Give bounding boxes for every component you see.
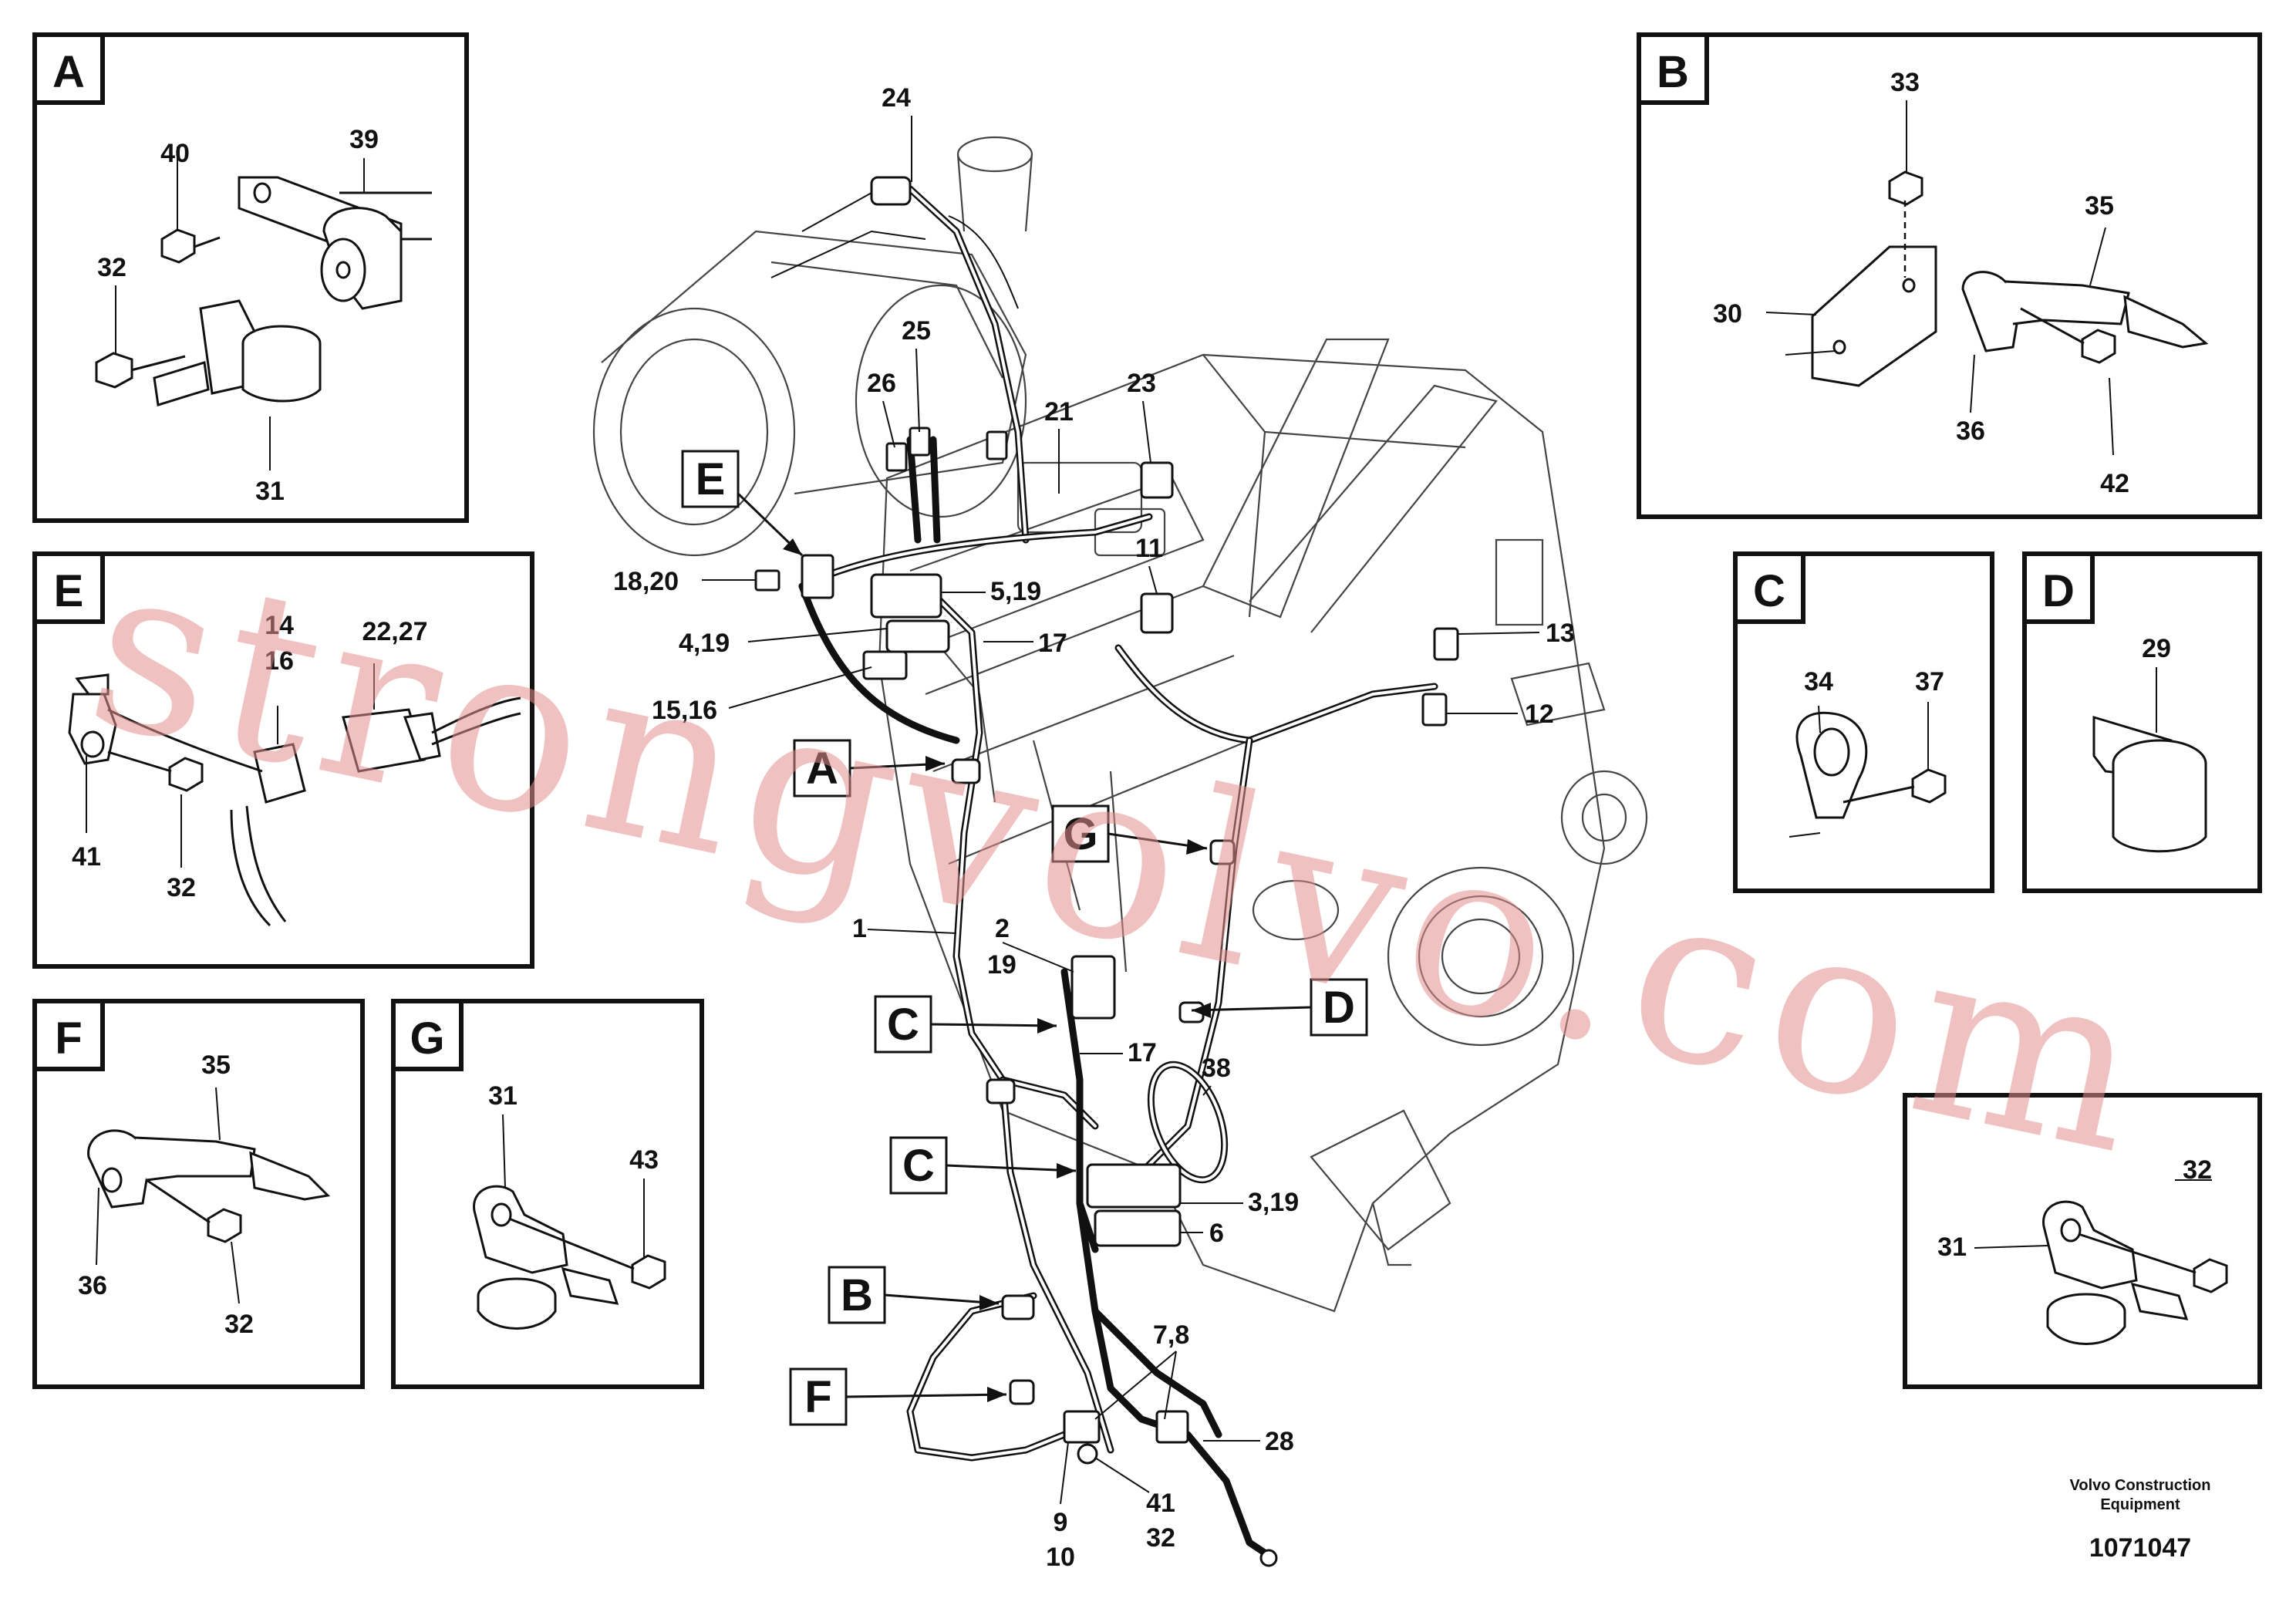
label-5-19: 5,19 [990, 577, 1041, 606]
label-3-19: 3,19 [1248, 1188, 1299, 1217]
company-name-line2: Equipment [2100, 1496, 2180, 1513]
label-41: 41 [72, 842, 101, 872]
panel-C: C 34 37 [1733, 551, 1994, 893]
company-name-line1: Volvo Construction [2070, 1477, 2211, 1494]
panel-F: F 35 36 32 [32, 999, 365, 1389]
panel-letter: F [55, 1013, 82, 1064]
label-31: 31 [1937, 1233, 1967, 1262]
label-2: 2 [995, 914, 1010, 943]
label-29: 29 [2142, 634, 2171, 663]
label-31: 31 [255, 477, 285, 506]
callout-G: G [1051, 804, 1208, 863]
label-32: 32 [224, 1310, 254, 1339]
svg-text:strongvolvo.com: strongvolvo.com [70, 509, 2173, 1207]
callout-F: F [789, 1367, 1007, 1426]
label-21: 21 [1044, 397, 1074, 427]
label-15-16: 15,16 [652, 696, 717, 725]
label-6: 6 [1209, 1219, 1224, 1248]
panel-H: 32 31 [1903, 1093, 2262, 1389]
label-36: 36 [1956, 416, 1985, 446]
main-labels: 24 25 26 21 23 11 13 12 18,20 5,19 4,19 … [613, 83, 1575, 1572]
label-38: 38 [1202, 1054, 1231, 1083]
label-28: 28 [1265, 1427, 1294, 1456]
svg-text:E: E [696, 454, 726, 504]
drawing-number: 1071047 [2089, 1533, 2191, 1563]
panel-letter: D [2042, 566, 2075, 616]
label-33: 33 [1890, 68, 1920, 97]
label-30: 30 [1713, 299, 1742, 329]
label-32: 32 [167, 873, 196, 902]
panel-letter: E [54, 566, 84, 616]
callout-E: E [681, 450, 804, 557]
callouts: A C C B F E G [681, 450, 1368, 1426]
callout-D: D [1191, 978, 1368, 1037]
label-35: 35 [2085, 191, 2114, 221]
label-40: 40 [160, 139, 190, 168]
svg-text:F: F [804, 1372, 831, 1422]
label-18-20: 18,20 [613, 567, 679, 596]
label-42: 42 [2100, 469, 2129, 498]
label-43: 43 [629, 1145, 659, 1175]
label-37: 37 [1915, 667, 1944, 696]
watermark: strongvolvo.com [70, 509, 2173, 1207]
label-17-top: 17 [1038, 629, 1067, 658]
panel-E: E 14 16 22,27 41 32 [32, 551, 534, 969]
label-39: 39 [349, 125, 379, 154]
label-12: 12 [1525, 700, 1554, 729]
panel-A: A 39 40 32 31 [32, 32, 469, 523]
callout-A: A [793, 739, 946, 798]
callout-B: B [828, 1266, 1000, 1324]
callout-C-upper: C [874, 995, 1057, 1054]
label-10: 10 [1046, 1543, 1075, 1572]
label-14: 14 [265, 611, 294, 640]
label-7-8: 7,8 [1153, 1320, 1189, 1350]
svg-text:A: A [806, 744, 838, 794]
label-19-mid: 19 [987, 950, 1017, 980]
label-26: 26 [867, 369, 896, 398]
panel-G: G 31 43 [391, 999, 704, 1389]
panel-letter: B [1657, 47, 1689, 97]
panel-letter: G [410, 1013, 444, 1064]
label-32-main: 32 [1146, 1523, 1175, 1553]
label-22-27: 22,27 [362, 617, 427, 646]
panel-D: D 29 [2022, 551, 2262, 893]
label-31: 31 [488, 1081, 518, 1111]
label-11: 11 [1135, 534, 1163, 563]
footer-block: Volvo Construction Equipment 1071047 [2070, 1477, 2211, 1563]
label-17-mid: 17 [1128, 1038, 1157, 1067]
label-35: 35 [201, 1050, 231, 1080]
svg-text:D: D [1323, 983, 1355, 1033]
label-32: 32 [2183, 1155, 2212, 1185]
svg-text:C: C [887, 1000, 919, 1050]
callout-C-lower: C [889, 1136, 1077, 1195]
label-13: 13 [1546, 619, 1575, 648]
svg-text:B: B [841, 1270, 873, 1320]
panel-letter: C [1753, 566, 1785, 616]
panel-B: B 33 35 30 36 42 [1637, 32, 2262, 519]
label-25: 25 [902, 316, 931, 346]
wire-harness [754, 176, 1459, 1567]
label-4-19: 4,19 [679, 629, 730, 658]
label-23: 23 [1127, 369, 1156, 398]
svg-text:G: G [1063, 809, 1097, 859]
label-16: 16 [265, 646, 294, 676]
label-41-main: 41 [1146, 1489, 1175, 1518]
label-24: 24 [882, 83, 911, 113]
label-1: 1 [852, 914, 867, 943]
svg-text:C: C [902, 1141, 935, 1191]
panel-letter: A [52, 47, 85, 97]
label-34: 34 [1804, 667, 1833, 696]
label-32: 32 [97, 253, 126, 282]
label-36: 36 [78, 1271, 107, 1300]
label-9: 9 [1054, 1508, 1068, 1537]
